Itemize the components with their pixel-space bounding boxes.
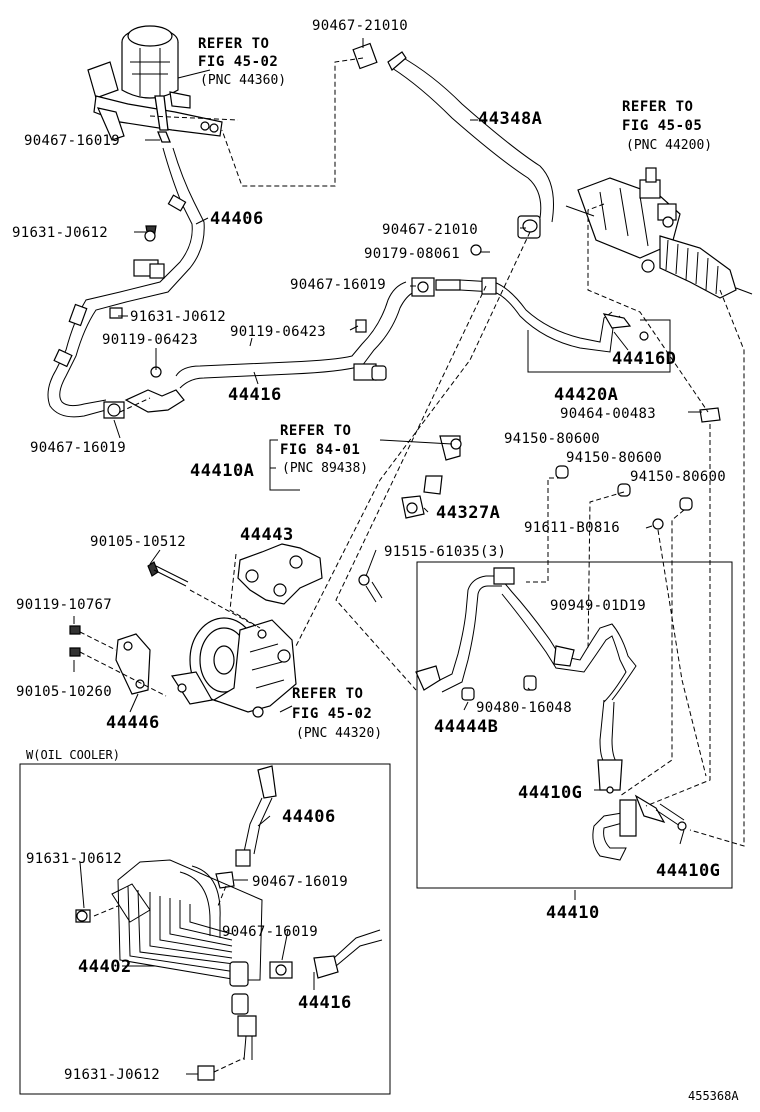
label-90119-10767: 90119-10767	[16, 597, 112, 613]
hose-44348A	[352, 42, 554, 239]
label-91631-J0612-a: 91631-J0612	[12, 225, 108, 241]
label-44446: 44446	[106, 713, 160, 733]
label-44402: 44402	[78, 957, 132, 977]
ref-tank-line3: (PNC 44360)	[200, 73, 286, 88]
ref-gear-line1: REFER TO	[622, 99, 693, 115]
tube-44420A	[459, 244, 649, 353]
label-90467-16019-a: 90467-16019	[24, 133, 120, 149]
label-91631-J0612-w1: 91631-J0612	[26, 851, 122, 867]
leader-lines	[73, 38, 702, 1075]
label-90480-16048: 90480-16048	[476, 700, 572, 716]
label-44416D: 44416D	[612, 349, 676, 369]
label-44416-inset: 44416	[298, 993, 352, 1013]
dashed-reference-lines	[79, 57, 745, 1073]
label-90467-21010-mid: 90467-21010	[382, 222, 478, 238]
ref-tank-line2: FIG 45-02	[198, 54, 278, 70]
small-fittings	[109, 225, 721, 603]
power-steering-pump	[171, 617, 297, 718]
label-90467-16019-c: 90467-16019	[30, 440, 126, 456]
label-90467-21010-top: 90467-21010	[312, 18, 408, 34]
bracket-44443	[147, 543, 323, 605]
label-44416: 44416	[228, 385, 282, 405]
bracket-44446	[69, 625, 151, 695]
hose-44410	[415, 567, 687, 861]
label-90464-00483: 90464-00483	[560, 406, 656, 422]
label-90105-10512: 90105-10512	[90, 534, 186, 550]
oil-cooler-inset-frame	[19, 763, 391, 1095]
label-44327A: 44327A	[436, 503, 500, 523]
label-91515-61035: 91515-61035(3)	[384, 544, 506, 560]
ref-sensor-line1: REFER TO	[280, 423, 351, 439]
label-44420A: 44420A	[554, 385, 618, 405]
ref-pump-line1: REFER TO	[292, 686, 363, 702]
steering-gear	[565, 167, 753, 299]
label-44410A: 44410A	[190, 461, 254, 481]
label-44406: 44406	[210, 209, 264, 229]
label-94150-80600-b: 94150-80600	[566, 450, 662, 466]
label-90119-06423-b: 90119-06423	[102, 332, 198, 348]
label-90105-10260: 90105-10260	[16, 684, 112, 700]
ref-sensor-line2: FIG 84-01	[280, 442, 360, 458]
reservoir-tank	[87, 25, 223, 141]
label-91631-J0612-w2: 91631-J0612	[64, 1067, 160, 1083]
label-44348A: 44348A	[478, 109, 542, 129]
inset-title: W(OIL COOLER)	[26, 748, 120, 762]
label-91631-J0612-b: 91631-J0612	[130, 309, 226, 325]
label-91611-B0816: 91611-B0816	[524, 520, 620, 536]
label-44444B: 44444B	[434, 717, 498, 737]
ref-gear-line3: (PNC 44200)	[626, 138, 712, 153]
ref-pump-line2: FIG 45-02	[292, 706, 372, 722]
hose-44406	[47, 131, 205, 419]
label-94150-80600-a: 94150-80600	[504, 431, 600, 447]
oil-cooler-inset-drawing	[75, 765, 383, 1081]
ref-pump-line3: (PNC 44320)	[296, 726, 382, 741]
text-labels: REFER TO FIG 45-02 (PNC 44360) REFER TO …	[12, 18, 739, 1103]
label-90179-08061: 90179-08061	[364, 246, 460, 262]
hose-44410-group-frame	[416, 561, 733, 889]
hose-44416	[124, 277, 461, 413]
label-94150-80600-c: 94150-80600	[630, 469, 726, 485]
label-44410: 44410	[546, 903, 600, 923]
label-90467-16019-w1: 90467-16019	[252, 874, 348, 890]
label-44406-inset: 44406	[282, 807, 336, 827]
ref-tank-line1: REFER TO	[198, 36, 269, 52]
label-44443: 44443	[240, 525, 294, 545]
ref-gear-line2: FIG 45-05	[622, 118, 702, 134]
ref-sensor-line3: (PNC 89438)	[282, 461, 368, 476]
figure-code: 455368A	[688, 1089, 739, 1103]
label-90467-16019-b: 90467-16019	[290, 277, 386, 293]
label-90949-01D19: 90949-01D19	[550, 598, 646, 614]
label-90119-06423-a: 90119-06423	[230, 324, 326, 340]
label-44410G-b: 44410G	[656, 861, 720, 881]
label-90467-16019-w2: 90467-16019	[222, 924, 318, 940]
label-44410G-a: 44410G	[518, 783, 582, 803]
